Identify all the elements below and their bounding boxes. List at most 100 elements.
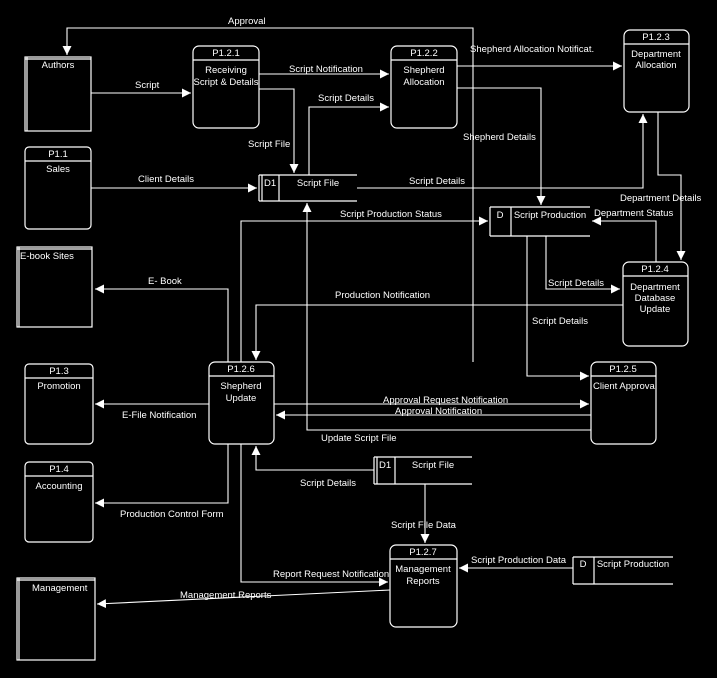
store-d-script-production-bottom-id: D xyxy=(580,559,587,570)
process-p1-2-5[interactable]: P1.2.5 Client Approva xyxy=(590,361,657,445)
flow-shepherd-details: Shepherd Details xyxy=(457,87,546,205)
entity-authors-label: Authors xyxy=(42,60,75,71)
process-p1-2-3-id: P1.2.3 xyxy=(642,32,669,43)
process-p1-2-6-name-2: Update xyxy=(226,393,257,404)
flow-script-details-to-p123: Script Details xyxy=(357,114,648,189)
flow-approval: Approval xyxy=(62,16,474,362)
store-d-script-production-top-id: D xyxy=(497,210,504,221)
entity-accounting-label: Accounting xyxy=(35,481,82,492)
flow-script-details-to-p123-label: Script Details xyxy=(409,176,465,187)
flow-script-notification: Script Notification xyxy=(259,64,389,79)
flow-script-production-status: Script Production Status xyxy=(240,209,488,362)
entity-sales-label: Sales xyxy=(46,164,70,175)
flow-management-reports: Management Reports xyxy=(96,589,391,609)
flow-script-file-label: Script File xyxy=(248,139,290,150)
flow-script-details-to-p122: Script Details xyxy=(308,93,389,175)
flow-update-script-file-label: Update Script File xyxy=(321,433,397,444)
entity-ebook-sites-label: E-book Sites xyxy=(20,251,74,262)
process-p1-2-7-name-2: Reports xyxy=(406,576,440,587)
flow-script-production-status-label: Script Production Status xyxy=(340,209,442,220)
store-d1-script-file-top-label: Script File xyxy=(297,178,339,189)
process-p1-2-3-name-2: Allocation xyxy=(635,60,676,71)
flow-script-details-to-p122-label: Script Details xyxy=(318,93,374,104)
flow-shepherd-allocation-notification-label: Shepherd Allocation Notificat. xyxy=(470,44,594,55)
flow-department-status: Department Status xyxy=(592,208,673,262)
process-p1-2-4-name-1: Department xyxy=(630,282,680,293)
flow-script-details-to-p124-label: Script Details xyxy=(548,278,604,289)
process-p1-2-2-name-2: Allocation xyxy=(403,77,444,88)
process-p1-2-6-name-1: Shepherd xyxy=(220,381,261,392)
process-p1-2-2-id: P1.2.2 xyxy=(410,48,437,59)
process-p1-2-7-name-1: Management xyxy=(395,564,451,575)
process-p1-2-3-name-1: Department xyxy=(631,49,681,60)
flow-production-control-form: Production Control Form xyxy=(95,444,229,520)
flow-e-book: E- Book xyxy=(95,276,229,362)
flow-script-production-data-label: Script Production Data xyxy=(471,555,567,566)
store-d-script-production-top-label: Script Production xyxy=(514,210,586,221)
flow-script-notification-label: Script Notification xyxy=(289,64,363,75)
flow-approval-request-notification-label: Approval Request Notification xyxy=(383,395,508,406)
entity-sales[interactable]: P1.1 Sales xyxy=(24,146,92,230)
flow-production-notification-label: Production Notification xyxy=(335,290,430,301)
store-d-script-production-top[interactable]: D Script Production xyxy=(489,206,590,237)
flow-client-details-label: Client Details xyxy=(138,174,194,185)
flow-report-request-notification-label: Report Request Notification xyxy=(273,569,389,580)
flow-script-file-data: Script File Data xyxy=(391,484,457,543)
flow-approval-notification-label: Approval Notification xyxy=(395,406,482,417)
process-p1-2-5-id: P1.2.5 xyxy=(609,364,636,375)
flow-approval-request-notification: Approval Request Notification xyxy=(274,395,589,409)
flow-e-file-notification-label: E-File Notification xyxy=(122,410,196,421)
flow-approval-notification: Approval Notification xyxy=(276,406,591,420)
flow-script-production-data: Script Production Data xyxy=(459,555,573,573)
flow-script: Script xyxy=(91,80,191,98)
flow-management-reports-label: Management Reports xyxy=(180,590,272,601)
store-d1-script-file-bottom-label: Script File xyxy=(412,460,454,471)
process-p1-2-4-name-2: Database xyxy=(635,293,676,304)
store-d-script-production-bottom[interactable]: D Script Production xyxy=(572,556,673,585)
flow-script-label: Script xyxy=(135,80,160,91)
store-d1-script-file-top[interactable]: D1 Script File xyxy=(258,174,357,202)
flow-script-details-to-p124: Script Details xyxy=(545,236,620,294)
entity-promotion-label: Promotion xyxy=(37,381,80,392)
store-d-script-production-bottom-label: Script Production xyxy=(597,559,669,570)
entity-promotion[interactable]: P1.3 Promotion xyxy=(24,363,94,445)
entity-management[interactable]: Management xyxy=(16,577,96,661)
store-d1-script-file-bottom-id: D1 xyxy=(379,460,391,471)
store-d1-script-file-top-id: D1 xyxy=(264,178,276,189)
flow-shepherd-allocation-notification: Shepherd Allocation Notificat. xyxy=(457,44,622,71)
flow-script-file: Script File xyxy=(248,88,299,173)
process-p1-2-6[interactable]: P1.2.6 Shepherd Update xyxy=(208,361,275,445)
process-p1-2-4-name-3: Update xyxy=(640,304,671,315)
entity-accounting[interactable]: P1.4 Accounting xyxy=(24,461,94,543)
process-p1-2-1-name-1: Receiving xyxy=(205,65,247,76)
entity-authors[interactable]: Authors xyxy=(24,56,92,132)
process-p1-2-2[interactable]: P1.2.2 Shepherd Allocation xyxy=(390,45,458,129)
store-d1-script-file-bottom[interactable]: D1 Script File xyxy=(373,456,472,485)
process-p1-2-2-name-1: Shepherd xyxy=(403,65,444,76)
flow-report-request-notification: Report Request Notification xyxy=(240,444,389,587)
process-p1-2-7[interactable]: P1.2.7 Management Reports xyxy=(389,544,458,628)
process-p1-2-1[interactable]: P1.2.1 Receiving Script & Details xyxy=(192,45,260,129)
flow-script-details-to-p126-label: Script Details xyxy=(300,478,356,489)
flow-production-control-form-label: Production Control Form xyxy=(120,509,224,520)
flow-script-details-to-p125-label: Script Details xyxy=(532,316,588,327)
entity-accounting-id: P1.4 xyxy=(49,464,69,475)
process-p1-2-1-name-2: Script & Details xyxy=(194,77,259,88)
flow-update-script-file: Update Script File xyxy=(302,203,591,444)
entity-ebook-sites[interactable]: E-book Sites xyxy=(16,246,93,328)
flow-shepherd-details-label: Shepherd Details xyxy=(463,132,536,143)
process-p1-2-4-id: P1.2.4 xyxy=(641,264,668,275)
flow-approval-label: Approval xyxy=(228,16,266,27)
process-p1-2-6-id: P1.2.6 xyxy=(227,364,254,375)
process-p1-2-5-name-1: Client Approva xyxy=(593,381,656,392)
flow-client-details: Client Details xyxy=(91,174,257,193)
process-p1-2-1-id: P1.2.1 xyxy=(212,48,239,59)
flow-production-notification: Production Notification xyxy=(251,290,623,360)
flow-script-details-to-p126: Script Details xyxy=(251,446,374,489)
flow-e-book-label: E- Book xyxy=(148,276,182,287)
flow-department-status-label: Department Status xyxy=(594,208,673,219)
process-p1-2-4[interactable]: P1.2.4 Department Database Update xyxy=(622,261,689,347)
process-p1-2-3[interactable]: P1.2.3 Department Allocation xyxy=(623,29,690,113)
flow-department-details-label: Department Details xyxy=(620,193,702,204)
